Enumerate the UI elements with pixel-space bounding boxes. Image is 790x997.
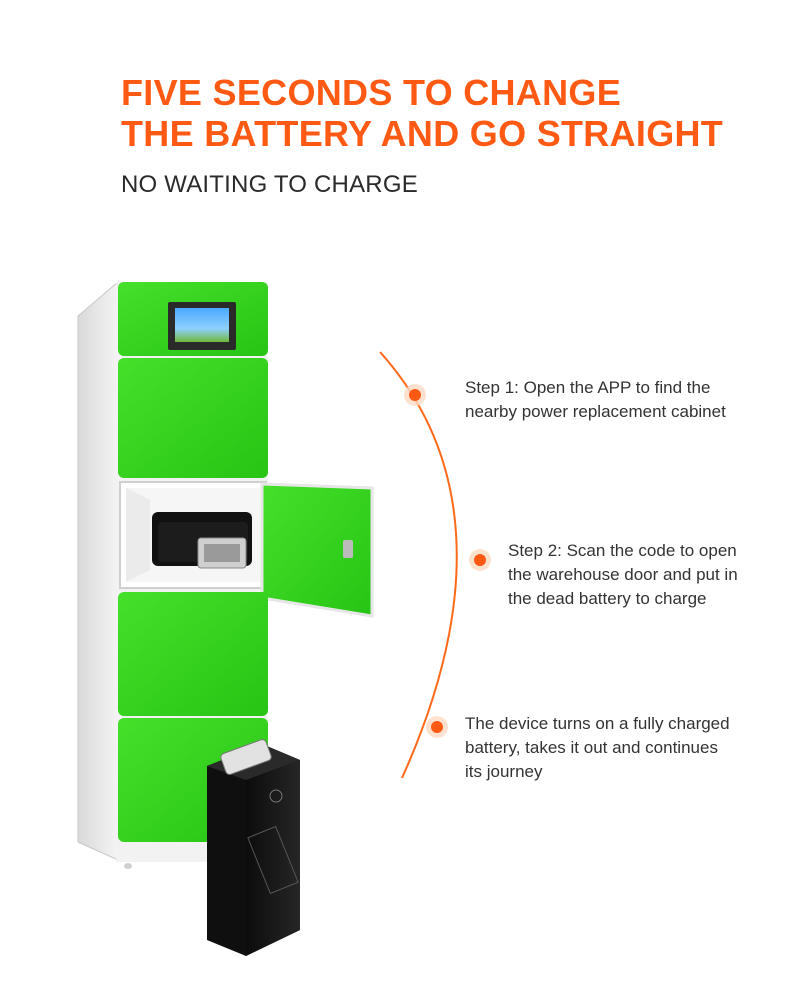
step-1-text: Step 1: Open the APP to find the nearby … [465,378,726,421]
headline-line-2: THE BATTERY AND GO STRAIGHT [121,113,724,154]
step-arc-line [379,351,458,779]
headline: FIVE SECONDS TO CHANGE THE BATTERY AND G… [121,72,723,154]
step-marker-2-icon [469,549,491,571]
charged-battery-icon [207,739,300,956]
cabinet-door-4 [118,592,268,716]
headline-line-1: FIVE SECONDS TO CHANGE [121,72,622,113]
step-3-text: The device turns on a fully charged batt… [465,714,730,781]
cabinet-side-panel [77,280,119,861]
step-marker-3-icon [426,716,448,738]
step-marker-1-icon [404,384,426,406]
cabinet-door-2 [118,358,268,478]
dead-battery-icon [152,512,252,569]
cabinet-open-door [260,482,374,618]
step-2-text: Step 2: Scan the code to open the wareho… [508,541,738,608]
subheadline: NO WAITING TO CHARGE [121,171,418,198]
